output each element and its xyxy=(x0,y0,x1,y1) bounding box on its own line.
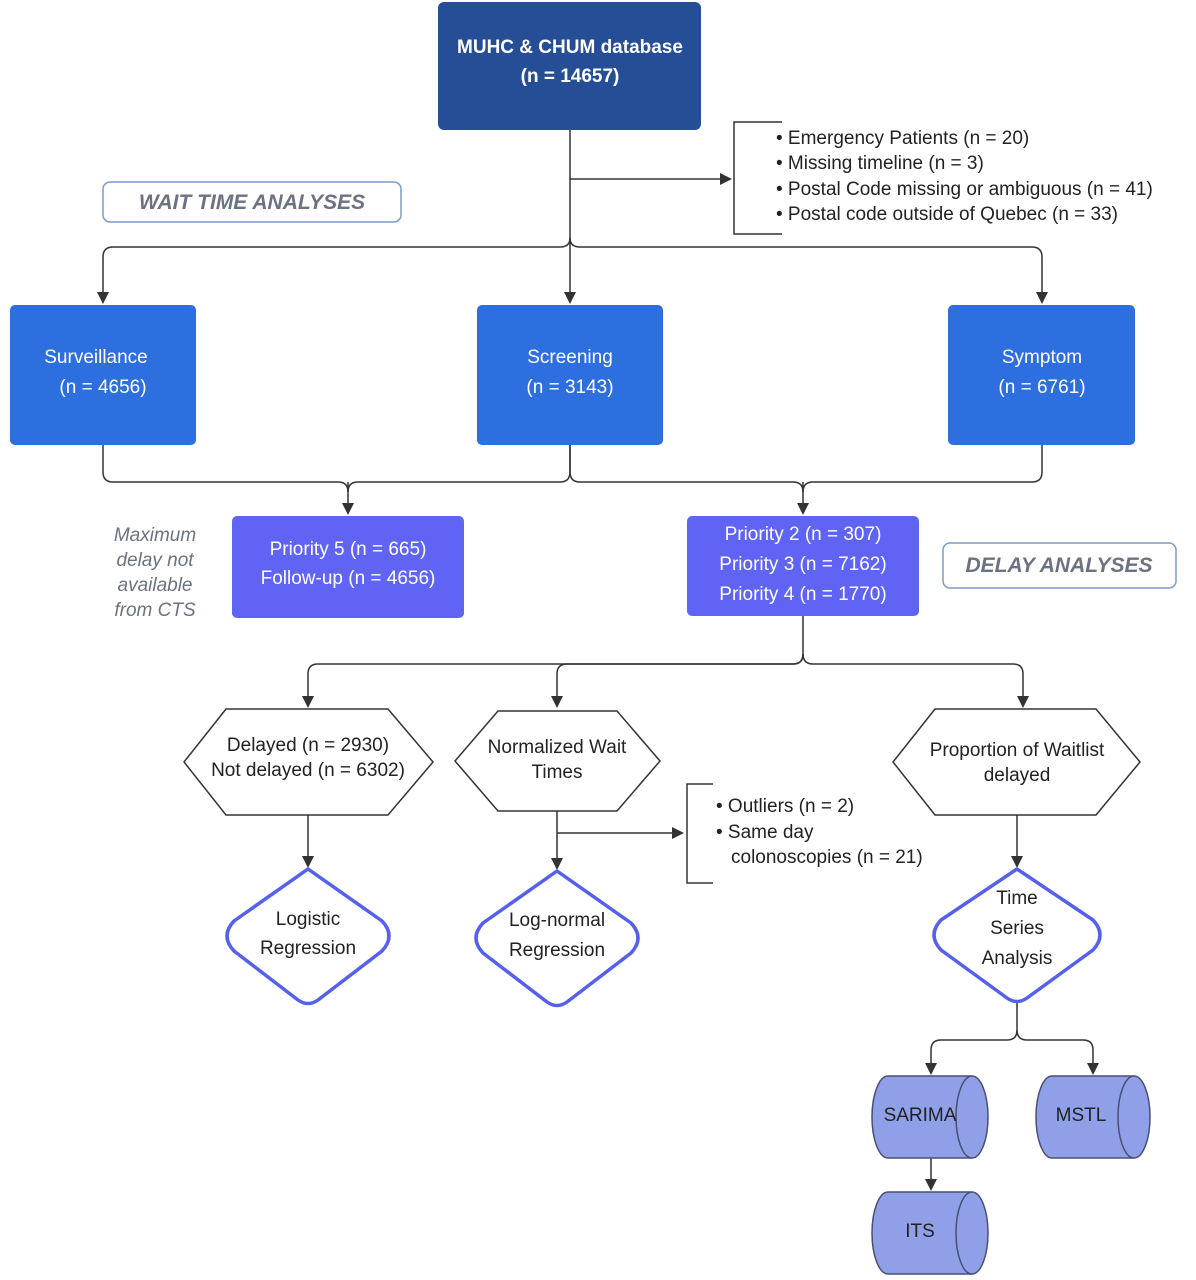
priority-high-node: Priority 2 (n = 307) Priority 3 (n = 716… xyxy=(687,516,919,616)
follow-up: Follow-up (n = 4656) xyxy=(261,568,436,589)
symptom-node: Symptom (n = 6761) xyxy=(948,305,1135,445)
connector-surveillance-merge xyxy=(102,445,349,493)
screening-count: (n = 3143) xyxy=(526,377,613,398)
timeseries-line-2: Series xyxy=(990,918,1044,939)
delayed-count: Delayed (n = 2930) xyxy=(227,735,389,756)
not-delayed-count: Not delayed (n = 6302) xyxy=(211,760,405,781)
surveillance-count: (n = 4656) xyxy=(59,377,146,398)
symptom-title: Symptom xyxy=(1002,347,1082,368)
timeseries-line-3: Analysis xyxy=(982,948,1053,969)
priority-4: Priority 4 (n = 1770) xyxy=(719,584,886,605)
connector-priority-trunk xyxy=(302,616,804,708)
priority-2: Priority 2 (n = 307) xyxy=(725,524,882,545)
normalized-line-1: Normalized Wait xyxy=(488,737,627,758)
cts-note: Maximum delay not available from CTS xyxy=(114,525,196,621)
logistic-diamond: Logistic Regression xyxy=(225,867,391,1006)
surveillance-title: Surveillance xyxy=(44,347,148,368)
exclusion-outliers: • Outliers (n = 2) xyxy=(716,796,854,817)
surveillance-node: Surveillance (n = 4656) xyxy=(10,305,196,445)
connector-to-normalized xyxy=(551,653,804,708)
exclusion-same-day: • Same day xyxy=(716,822,814,843)
proportion-line-2: delayed xyxy=(984,765,1051,786)
connector-timeseries-split xyxy=(925,1003,1018,1075)
logistic-line-1: Logistic xyxy=(276,909,340,930)
exclusion-postal-outside: • Postal code outside of Quebec (n = 33) xyxy=(776,204,1118,225)
connector-screening-merge-left xyxy=(347,445,571,493)
cts-note-line-3: available xyxy=(118,575,193,596)
its-cylinder: ITS xyxy=(871,1191,989,1275)
lognormal-line-2: Regression xyxy=(509,940,605,961)
proportion-line-1: Proportion of Waitlist xyxy=(930,740,1105,761)
source-count: (n = 14657) xyxy=(521,66,620,87)
delayed-hexagon: Delayed (n = 2930) Not delayed (n = 6302… xyxy=(183,708,434,816)
connectors xyxy=(97,121,1099,1191)
exclusion-emergency: • Emergency Patients (n = 20) xyxy=(776,128,1029,149)
lognormal-line-1: Log-normal xyxy=(509,910,605,931)
screening-node: Screening (n = 3143) xyxy=(477,305,663,445)
its-label: ITS xyxy=(905,1221,935,1242)
wait-time-label: WAIT TIME ANALYSES xyxy=(102,181,402,223)
logistic-line-2: Regression xyxy=(260,938,356,959)
mstl-cylinder: MSTL xyxy=(1035,1075,1151,1159)
symptom-count: (n = 6761) xyxy=(998,377,1085,398)
cts-note-line-1: Maximum xyxy=(114,525,196,546)
exclusion-missing-timeline: • Missing timeline (n = 3) xyxy=(776,153,984,174)
screening-title: Screening xyxy=(527,347,613,368)
connector-screening-merge-right xyxy=(569,445,804,493)
connector-to-proportion xyxy=(802,653,1029,708)
proportion-hexagon: Proportion of Waitlist delayed xyxy=(892,708,1141,816)
exclusion-bracket-mid xyxy=(686,783,713,884)
exclusion-bracket-top xyxy=(733,121,782,235)
delay-label: DELAY ANALYSES xyxy=(942,542,1177,589)
connector-symptom-merge xyxy=(802,445,1043,493)
source-title: MUHC & CHUM database xyxy=(457,37,683,58)
exclusion-postal-missing: • Postal Code missing or ambiguous (n = … xyxy=(776,179,1153,200)
priority-low-node: Priority 5 (n = 665) Follow-up (n = 4656… xyxy=(232,516,464,618)
cts-note-line-2: delay not xyxy=(116,550,194,571)
mstl-label: MSTL xyxy=(1056,1105,1107,1126)
wait-time-label-text: WAIT TIME ANALYSES xyxy=(139,191,365,214)
connector-to-mstl xyxy=(1016,1029,1099,1075)
priority-3: Priority 3 (n = 7162) xyxy=(719,554,886,575)
priority-5: Priority 5 (n = 665) xyxy=(270,539,427,560)
lognormal-diamond: Log-normal Regression xyxy=(474,869,640,1008)
normalized-hexagon: Normalized Wait Times xyxy=(454,710,661,812)
sarima-label: SARIMA xyxy=(884,1105,957,1126)
cts-note-line-4: from CTS xyxy=(114,600,196,621)
exclusions-mid: • Outliers (n = 2) • Same day colonoscop… xyxy=(716,796,923,868)
exclusion-same-day-count: colonoscopies (n = 21) xyxy=(731,847,923,868)
connector-to-symptom xyxy=(569,237,1048,304)
timeseries-diamond: Time Series Analysis xyxy=(932,867,1102,1004)
sarima-cylinder: SARIMA xyxy=(871,1075,989,1159)
connector-to-surveillance xyxy=(97,237,571,304)
exclusions-top: • Emergency Patients (n = 20) • Missing … xyxy=(776,128,1153,225)
delay-label-text: DELAY ANALYSES xyxy=(965,554,1152,577)
normalized-line-2: Times xyxy=(531,762,582,783)
source-node: MUHC & CHUM database (n = 14657) xyxy=(438,2,701,130)
timeseries-line-1: Time xyxy=(996,888,1038,909)
